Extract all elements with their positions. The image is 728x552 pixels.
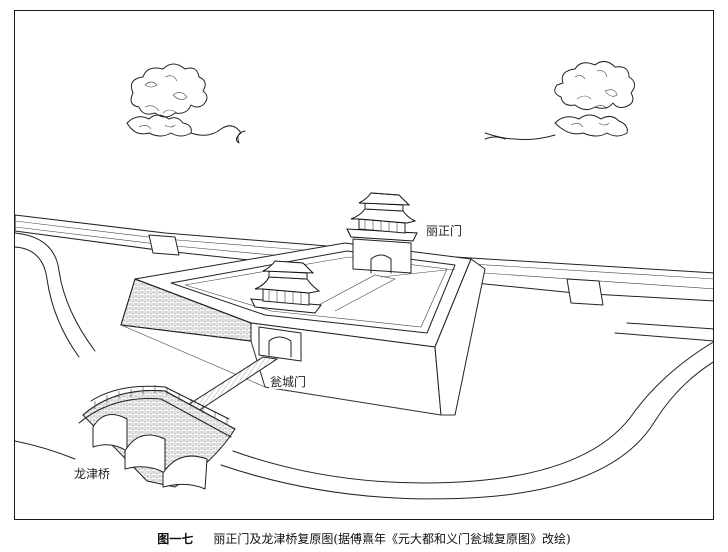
illustration-frame: 丽正门 瓮城门 龙津桥 [14,10,714,520]
wengcheng-gate-label: 瓮城门 [269,375,308,389]
longjin-bridge-label: 龙津桥 [73,467,112,481]
longjin-bridge [78,385,236,490]
cloud-left [126,63,246,144]
figure-caption: 图一七 丽正门及龙津桥复原图(据傅熹年《元大都和义门瓮城复原图》改绘) [0,530,728,547]
lizheng-gate-tower [346,192,418,274]
wengcheng-gate-tower [250,260,322,314]
reconstruction-drawing [15,61,713,500]
moat [15,232,713,500]
riverbank [15,440,76,460]
figure-number: 图一七 [157,532,194,546]
cloud-right [484,61,635,140]
lizheng-gate-label: 丽正门 [425,224,464,238]
caption-text: 丽正门及龙津桥复原图(据傅熹年《元大都和义门瓮城复原图》改绘) [213,532,571,546]
